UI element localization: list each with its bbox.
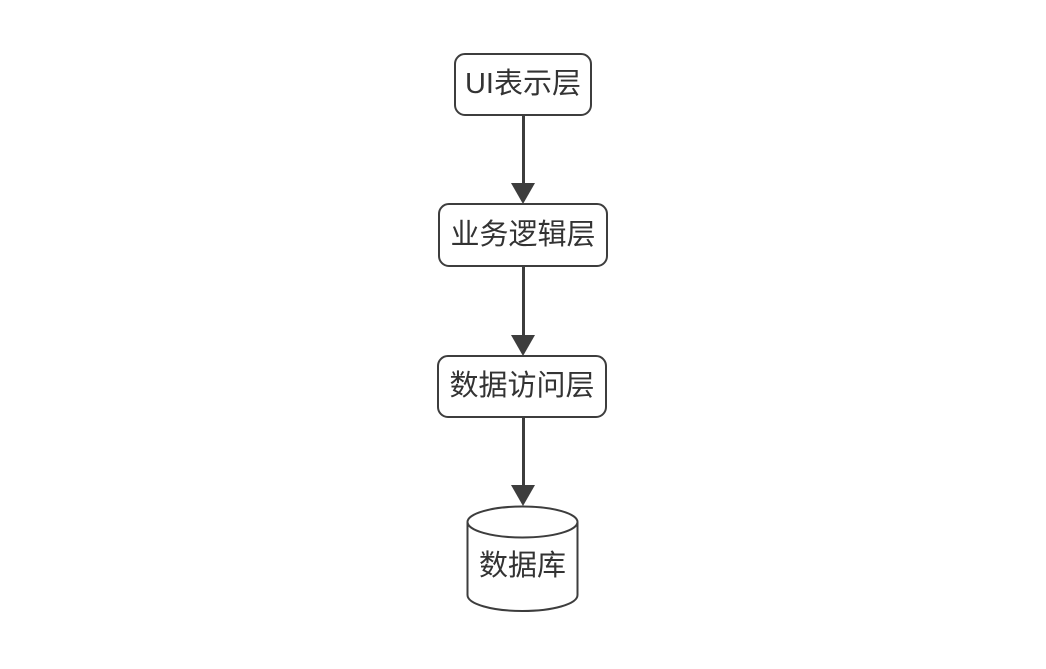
- cylinder-body: [466, 522, 579, 612]
- node-business-logic-layer-label: 业务逻辑层: [450, 218, 596, 251]
- arrow-shaft: [521, 116, 525, 183]
- node-database-label: 数据库: [479, 549, 566, 582]
- arrow-down-icon: [511, 183, 535, 204]
- node-ui-presentation-layer: UI表示层: [454, 53, 592, 116]
- cylinder-top: [466, 505, 579, 539]
- arrow-down-icon: [511, 485, 535, 506]
- arrow-down-icon: [511, 335, 535, 356]
- arrow-data-access-to-database: [511, 418, 535, 506]
- arrow-ui-to-business: [511, 116, 535, 204]
- arrow-business-to-data-access: [511, 267, 535, 356]
- node-data-access-layer: 数据访问层: [437, 355, 607, 418]
- node-ui-presentation-layer-label: UI表示层: [464, 68, 581, 100]
- node-business-logic-layer: 业务逻辑层: [438, 203, 608, 267]
- arrow-shaft: [521, 418, 525, 485]
- node-data-access-layer-label: 数据访问层: [449, 370, 595, 402]
- database-cylinder-icon: 数据库: [466, 505, 579, 612]
- arrow-shaft: [521, 267, 525, 335]
- node-database: 数据库: [466, 505, 579, 613]
